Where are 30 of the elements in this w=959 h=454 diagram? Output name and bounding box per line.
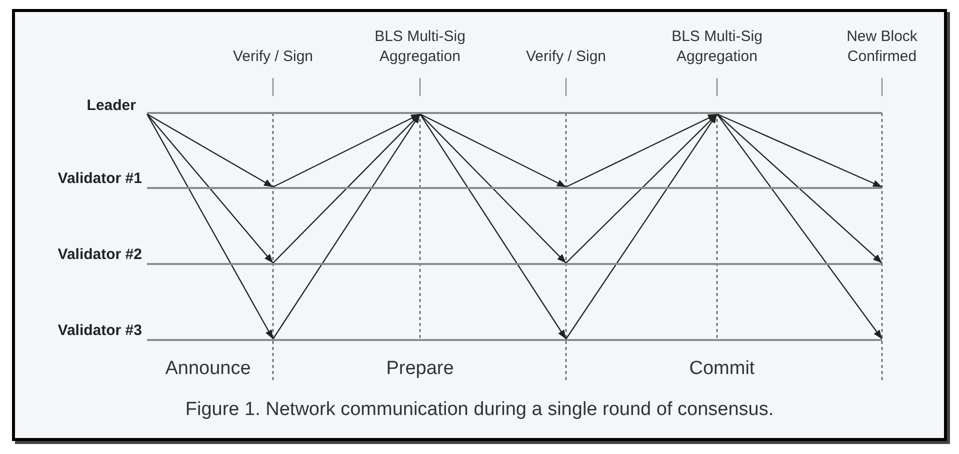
lifeline [147, 339, 882, 341]
step-label: BLS Multi-Sig Aggregation [670, 27, 764, 67]
message-arrow [272, 114, 420, 340]
phase-label: Announce [164, 358, 252, 380]
figure-caption: Figure 1. Network communication during a single round of consensus. [184, 399, 775, 421]
lifeline [147, 187, 882, 189]
lane-label: Validator #3 [58, 322, 142, 339]
phase-label: Prepare [385, 358, 455, 380]
message-arrow [716, 114, 882, 264]
message-arrow [146, 114, 274, 264]
message-arrow [566, 114, 718, 340]
step-label: Verify / Sign [232, 47, 314, 67]
message-arrow [420, 113, 566, 188]
step-label: Verify / Sign [524, 47, 608, 67]
message-arrow [420, 114, 566, 264]
lifeline [147, 112, 882, 114]
message-arrow [146, 114, 274, 340]
lane-label: Validator #2 [58, 246, 142, 263]
lane-label: Leader [86, 97, 136, 114]
message-arrow [716, 114, 882, 340]
lifeline [147, 263, 882, 265]
phase-label: Commit [688, 358, 756, 380]
step-label: BLS Multi-Sig Aggregation [374, 27, 466, 67]
lane-label: Validator #1 [58, 170, 142, 187]
message-arrow [566, 113, 718, 188]
message-arrow [716, 113, 882, 188]
message-arrow [272, 113, 420, 188]
message-arrow [146, 113, 274, 188]
message-arrow [420, 114, 566, 340]
step-label: New Block Confirmed [846, 27, 918, 67]
